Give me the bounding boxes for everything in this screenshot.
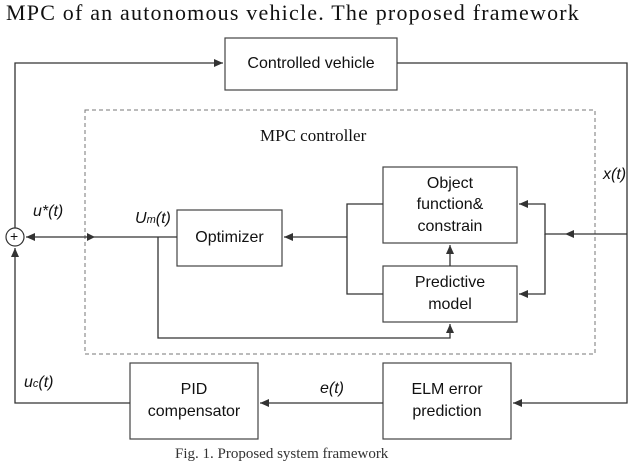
line-left-rail (346, 203, 383, 295)
line-x-to-elm (397, 62, 628, 407)
pid-compensator-label: PID compensator (147, 381, 241, 420)
line-um-to-model (157, 237, 454, 339)
elm-error-prediction-block (382, 362, 512, 440)
u-star-label: u*(t) (33, 203, 64, 220)
line-to-vehicle (14, 59, 223, 228)
sum-plus-symbol: + (10, 228, 19, 244)
pid-compensator-block (129, 362, 259, 440)
header-text: MPC of an autonomous vehicle. The propos… (6, 0, 580, 25)
object-function-label: Object function& constrain (416, 174, 484, 235)
line-uc-to-sum (11, 248, 130, 404)
figure-caption: Fig. 1. Proposed system framework (175, 446, 389, 462)
object-function-block (382, 166, 518, 244)
controlled-vehicle-block (224, 37, 398, 91)
line-to-object-function (519, 200, 565, 235)
e-label: e(t) (320, 380, 344, 397)
mpc-controller-label: MPC controller (260, 126, 367, 145)
um-label: Um(t) (135, 210, 171, 227)
x-label: x(t) (603, 166, 627, 183)
optimizer-label: Optimizer (195, 229, 264, 247)
predictive-model-label: Predictive model (414, 274, 486, 313)
optimizer-block (176, 209, 283, 267)
line-to-predictive-model (519, 234, 546, 298)
uc-label: uc(t) (24, 374, 54, 391)
elm-error-prediction-label: ELM error prediction (411, 381, 483, 420)
mpc-controller-frame (84, 109, 596, 355)
controlled-vehicle-label: Controlled vehicle (247, 55, 375, 73)
predictive-model-block (382, 265, 518, 323)
